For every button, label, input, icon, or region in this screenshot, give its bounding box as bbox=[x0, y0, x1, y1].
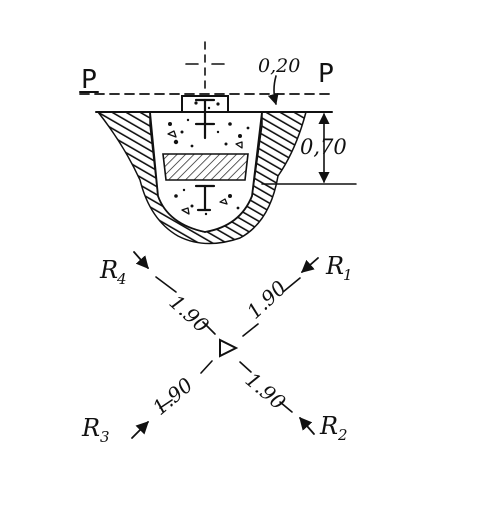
distance-label-r2: 1.90 bbox=[241, 367, 291, 414]
arrow-r3 bbox=[131, 421, 149, 439]
svg-text:R: R bbox=[81, 414, 100, 442]
cross-section: P P 0,20 0,70 bbox=[79, 41, 357, 245]
aggregate-dots bbox=[168, 118, 250, 216]
plane-label-left: P bbox=[81, 65, 97, 95]
svg-text:2: 2 bbox=[337, 426, 348, 444]
svg-text:4: 4 bbox=[116, 270, 127, 288]
distance-label-r3: 1.90 bbox=[148, 373, 198, 420]
depth-label-top: 0,20 bbox=[258, 55, 300, 77]
lower-nail bbox=[194, 184, 216, 212]
upper-nail bbox=[194, 98, 216, 140]
reference-label-r3: R 3 bbox=[81, 414, 110, 446]
distance-label-r1: 1.90 bbox=[242, 276, 291, 324]
arrow-r1 bbox=[301, 257, 319, 273]
depth-label-main: 0,70 bbox=[300, 135, 347, 159]
reference-label-r4: R 4 bbox=[99, 256, 127, 288]
hatched-band bbox=[162, 153, 249, 181]
svg-text:R: R bbox=[99, 256, 118, 284]
arrow-r4 bbox=[133, 251, 149, 269]
reference-plan: 1.90 1.90 1.90 1.90 R 4 R 1 R 3 R 2 bbox=[81, 251, 353, 446]
svg-text:R: R bbox=[325, 252, 344, 280]
plane-label-right: P bbox=[318, 59, 334, 89]
reference-label-r1: R 1 bbox=[325, 252, 353, 284]
svg-text:R: R bbox=[319, 412, 338, 440]
reference-label-r2: R 2 bbox=[319, 412, 348, 444]
svg-text:3: 3 bbox=[100, 428, 110, 446]
arrow-r2 bbox=[299, 417, 315, 435]
triangle-benchmark-icon bbox=[219, 338, 239, 358]
distance-label-r4: 1.90 bbox=[165, 290, 214, 338]
svg-text:1: 1 bbox=[343, 266, 353, 284]
